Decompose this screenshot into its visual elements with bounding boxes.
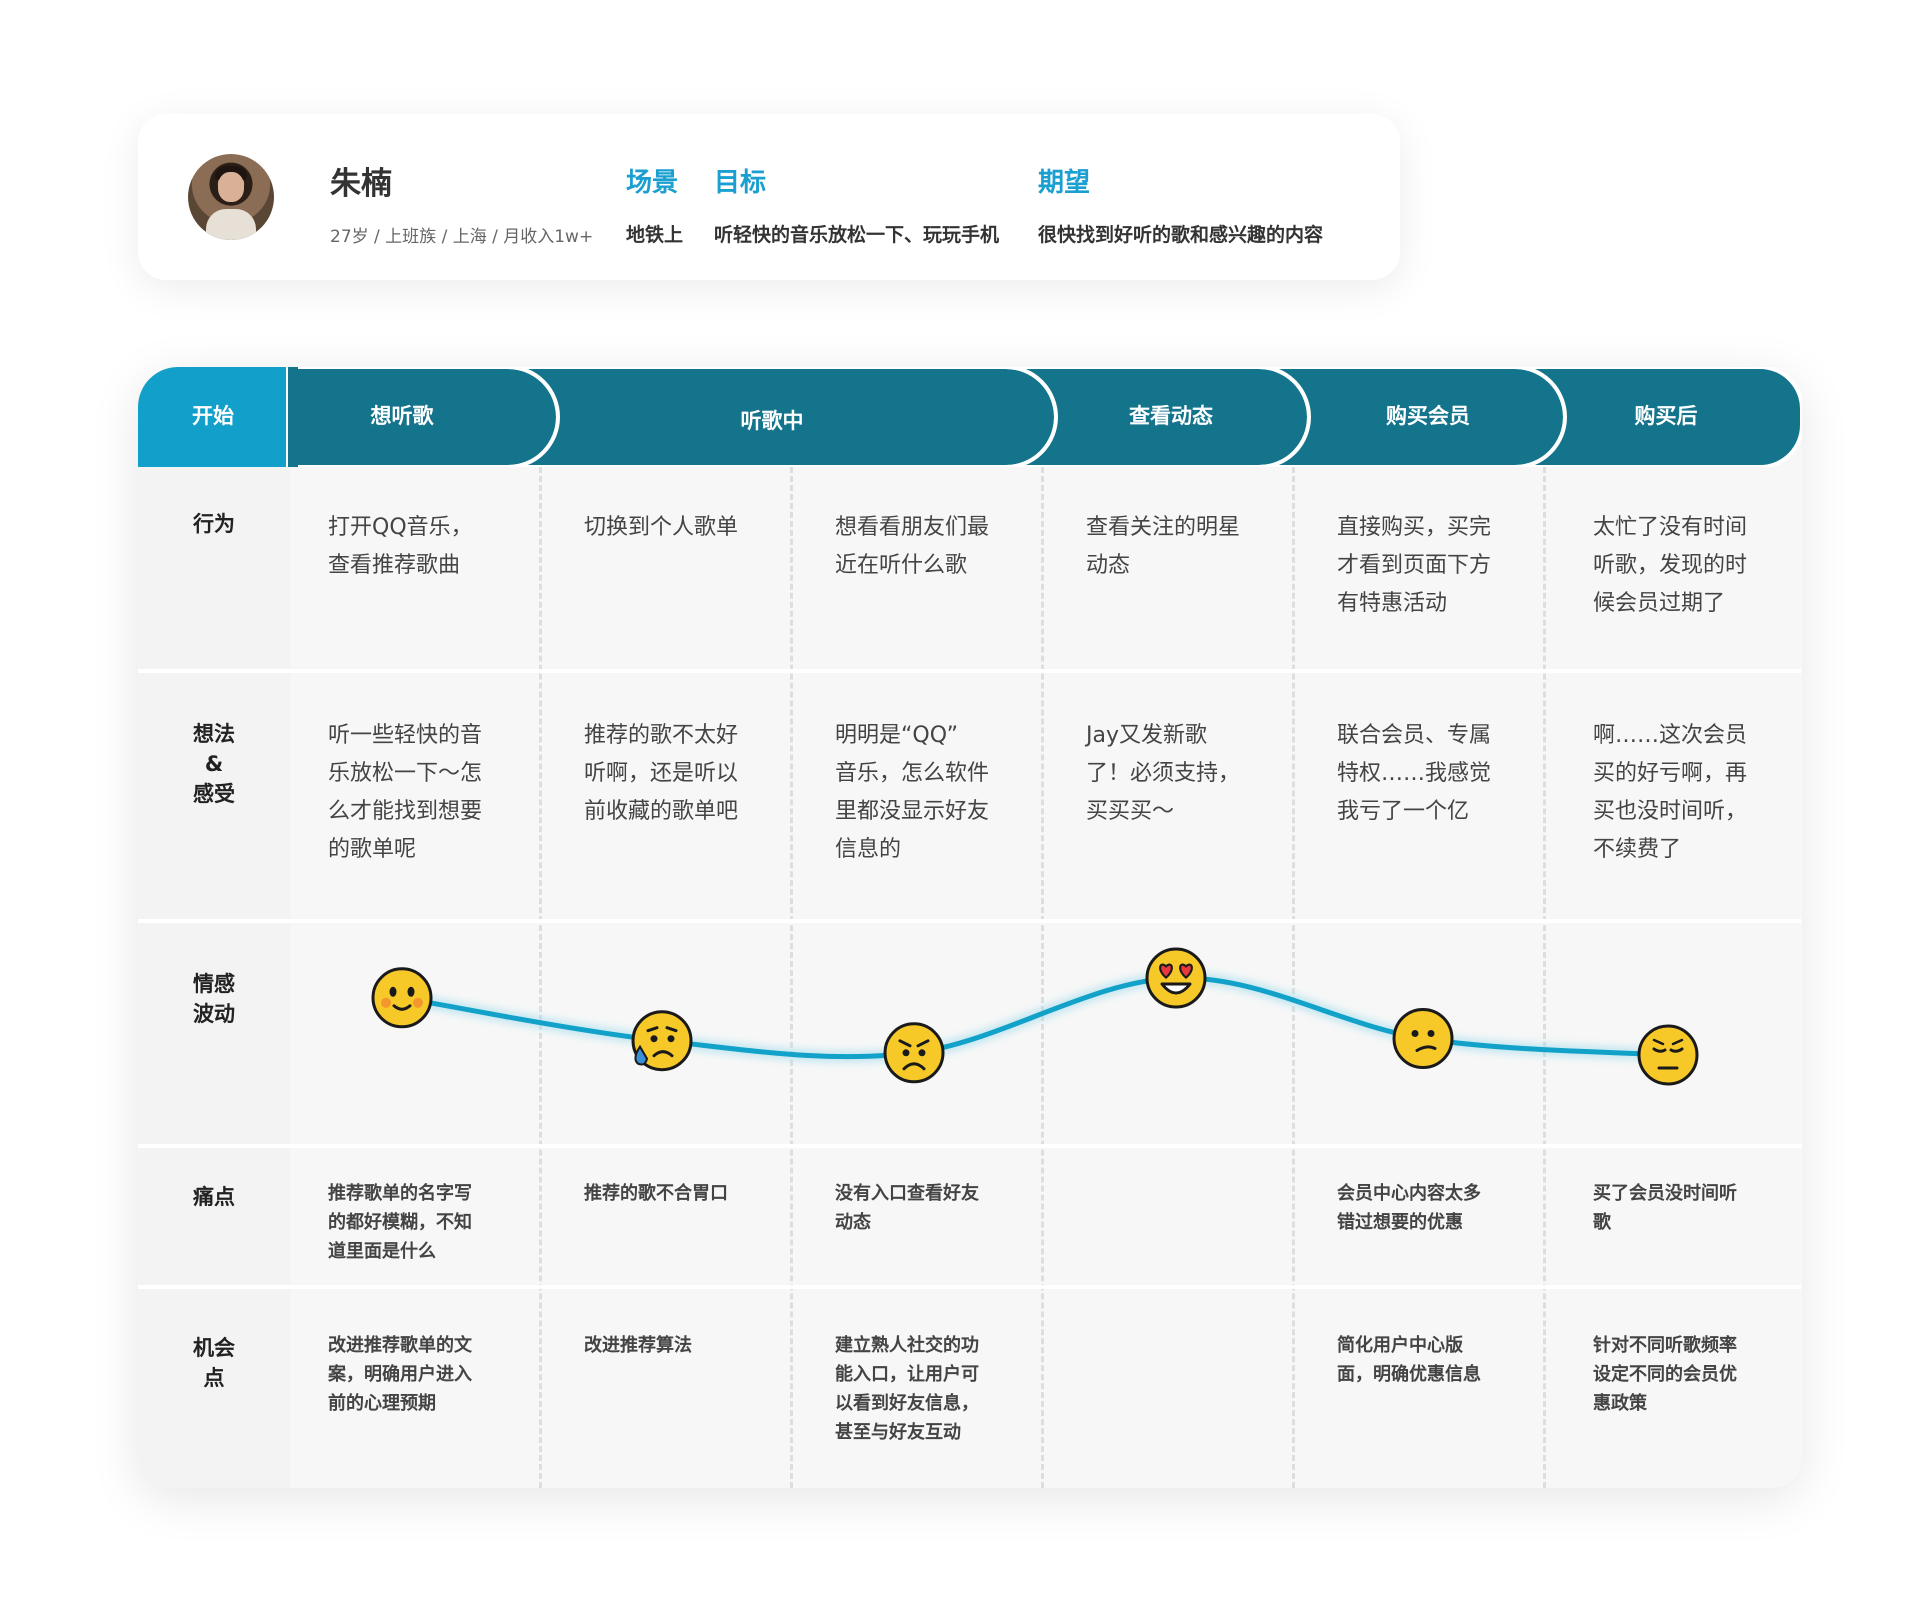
thought-cell: 推荐的歌不太好 听啊，还是听以 前收藏的歌单吧 bbox=[584, 723, 739, 824]
thought-cell: 联合会员、专属 特权……我感觉 我亏了一个亿 bbox=[1337, 723, 1492, 824]
behavior-cell: 太忙了没有时间 听歌，发现的时 候会员过期了 bbox=[1593, 515, 1748, 616]
behavior-cell: 查看关注的明星 动态 bbox=[1086, 515, 1241, 578]
behavior-cell: 切换到个人歌单 bbox=[584, 515, 739, 540]
goal-label: 目标 bbox=[714, 168, 767, 198]
row-divider bbox=[138, 919, 1802, 923]
column-divider bbox=[1292, 467, 1295, 1488]
opportunity-cell: 改进推荐算法 bbox=[584, 1335, 692, 1356]
scene-value: 地铁上 bbox=[626, 224, 684, 246]
expect-value: 很快找到好听的歌和感兴趣的内容 bbox=[1038, 224, 1324, 246]
persona-info: 27岁 / 上班族 / 上海 / 月收入1w+ bbox=[330, 227, 594, 247]
stage-header: 开始 想听歌 听歌中 查看动态 购买会员 购买后 bbox=[138, 367, 1802, 467]
behavior-cell: 打开QQ音乐， 查看推荐歌曲 bbox=[328, 515, 473, 578]
stage-start-bg bbox=[138, 367, 298, 467]
sweat-sad-emoji-icon bbox=[631, 1010, 693, 1072]
behavior-cell: 直接购买，买完 才看到页面下方 有特惠活动 bbox=[1337, 515, 1492, 616]
row-label-opportunity: 机会 点 bbox=[193, 1336, 235, 1390]
goal-value: 听轻快的音乐放松一下、玩玩手机 bbox=[714, 224, 1000, 246]
stage-label-start: 开始 bbox=[192, 404, 234, 428]
stage-label-buy-vip: 购买会员 bbox=[1386, 404, 1470, 428]
thought-cell: 明明是“QQ” 音乐，怎么软件 里都没显示好友 信息的 bbox=[835, 723, 990, 862]
row-label-behavior: 行为 bbox=[193, 512, 235, 536]
opportunity-cell: 改进推荐歌单的文 案，明确用户进入 前的心理预期 bbox=[328, 1335, 472, 1414]
persona-card: 朱楠 27岁 / 上班族 / 上海 / 月收入1w+ 场景 地铁上 目标 听轻快… bbox=[138, 114, 1400, 280]
emotion-curve-line bbox=[399, 975, 1671, 1060]
stage-label-want-song: 想听歌 bbox=[371, 404, 435, 428]
thought-cell: 听一些轻快的音 乐放松一下～怎 么才能找到想要 的歌单呢 bbox=[328, 723, 483, 862]
behavior-cell: 想看看朋友们最 近在听什么歌 bbox=[835, 515, 990, 578]
pain-cell: 没有入口查看好友 动态 bbox=[835, 1183, 979, 1233]
row-label-emotion: 情感 波动 bbox=[193, 972, 235, 1026]
journey-map: 开始 想听歌 听歌中 查看动态 购买会员 购买后 行为 想法 & 感受 情感 波… bbox=[138, 367, 1802, 1488]
row-divider bbox=[138, 1144, 1802, 1148]
scene-label: 场景 bbox=[626, 168, 679, 198]
column-divider bbox=[790, 467, 793, 1488]
pain-cell: 买了会员没时间听 歌 bbox=[1593, 1183, 1737, 1233]
happy-emoji-icon bbox=[371, 967, 433, 1029]
persona-name: 朱楠 bbox=[330, 166, 392, 202]
thought-cell: Jay又发新歌 了！必须支持， 买买买～ bbox=[1086, 723, 1241, 824]
pain-cell: 推荐歌单的名字写 的都好模糊，不知 道里面是什么 bbox=[328, 1183, 472, 1262]
stage-label-after-buy: 购买后 bbox=[1635, 404, 1698, 428]
emotion-curve-chart bbox=[371, 947, 1699, 1086]
pain-cell: 会员中心内容太多 错过想要的优惠 bbox=[1337, 1183, 1481, 1233]
column-divider bbox=[539, 467, 542, 1488]
opportunity-cell: 建立熟人社交的功 能入口，让用户可 以看到好友信息， 甚至与好友互动 bbox=[835, 1335, 979, 1443]
row-label-thoughts: 想法 & 感受 bbox=[193, 722, 235, 806]
opportunity-cell: 简化用户中心版 面，明确优惠信息 bbox=[1337, 1335, 1481, 1385]
row-divider bbox=[138, 669, 1802, 673]
row-label-pain: 痛点 bbox=[193, 1185, 235, 1209]
column-divider bbox=[1543, 467, 1546, 1488]
avatar bbox=[188, 154, 274, 240]
pain-cell: 推荐的歌不合胃口 bbox=[584, 1183, 728, 1204]
stage-label-view-feed: 查看动态 bbox=[1129, 404, 1213, 428]
row-divider bbox=[138, 1285, 1802, 1289]
expect-label: 期望 bbox=[1038, 168, 1091, 198]
stage-label-listening: 听歌中 bbox=[741, 409, 804, 433]
stage-shape-5 bbox=[1514, 367, 1802, 467]
column-divider bbox=[1041, 467, 1044, 1488]
thought-cell: 啊……这次会员 买的好亏啊，再 买也没时间听， 不续费了 bbox=[1593, 723, 1748, 862]
confused-emoji-icon bbox=[1392, 1008, 1454, 1069]
label-column bbox=[138, 467, 290, 1488]
opportunity-cell: 针对不同听歌频率 设定不同的会员优 惠政策 bbox=[1593, 1335, 1737, 1414]
angry-frown-emoji-icon bbox=[883, 1022, 945, 1084]
heart-eyes-emoji-icon bbox=[1145, 947, 1207, 1009]
sad-emoji-icon bbox=[1637, 1024, 1699, 1086]
